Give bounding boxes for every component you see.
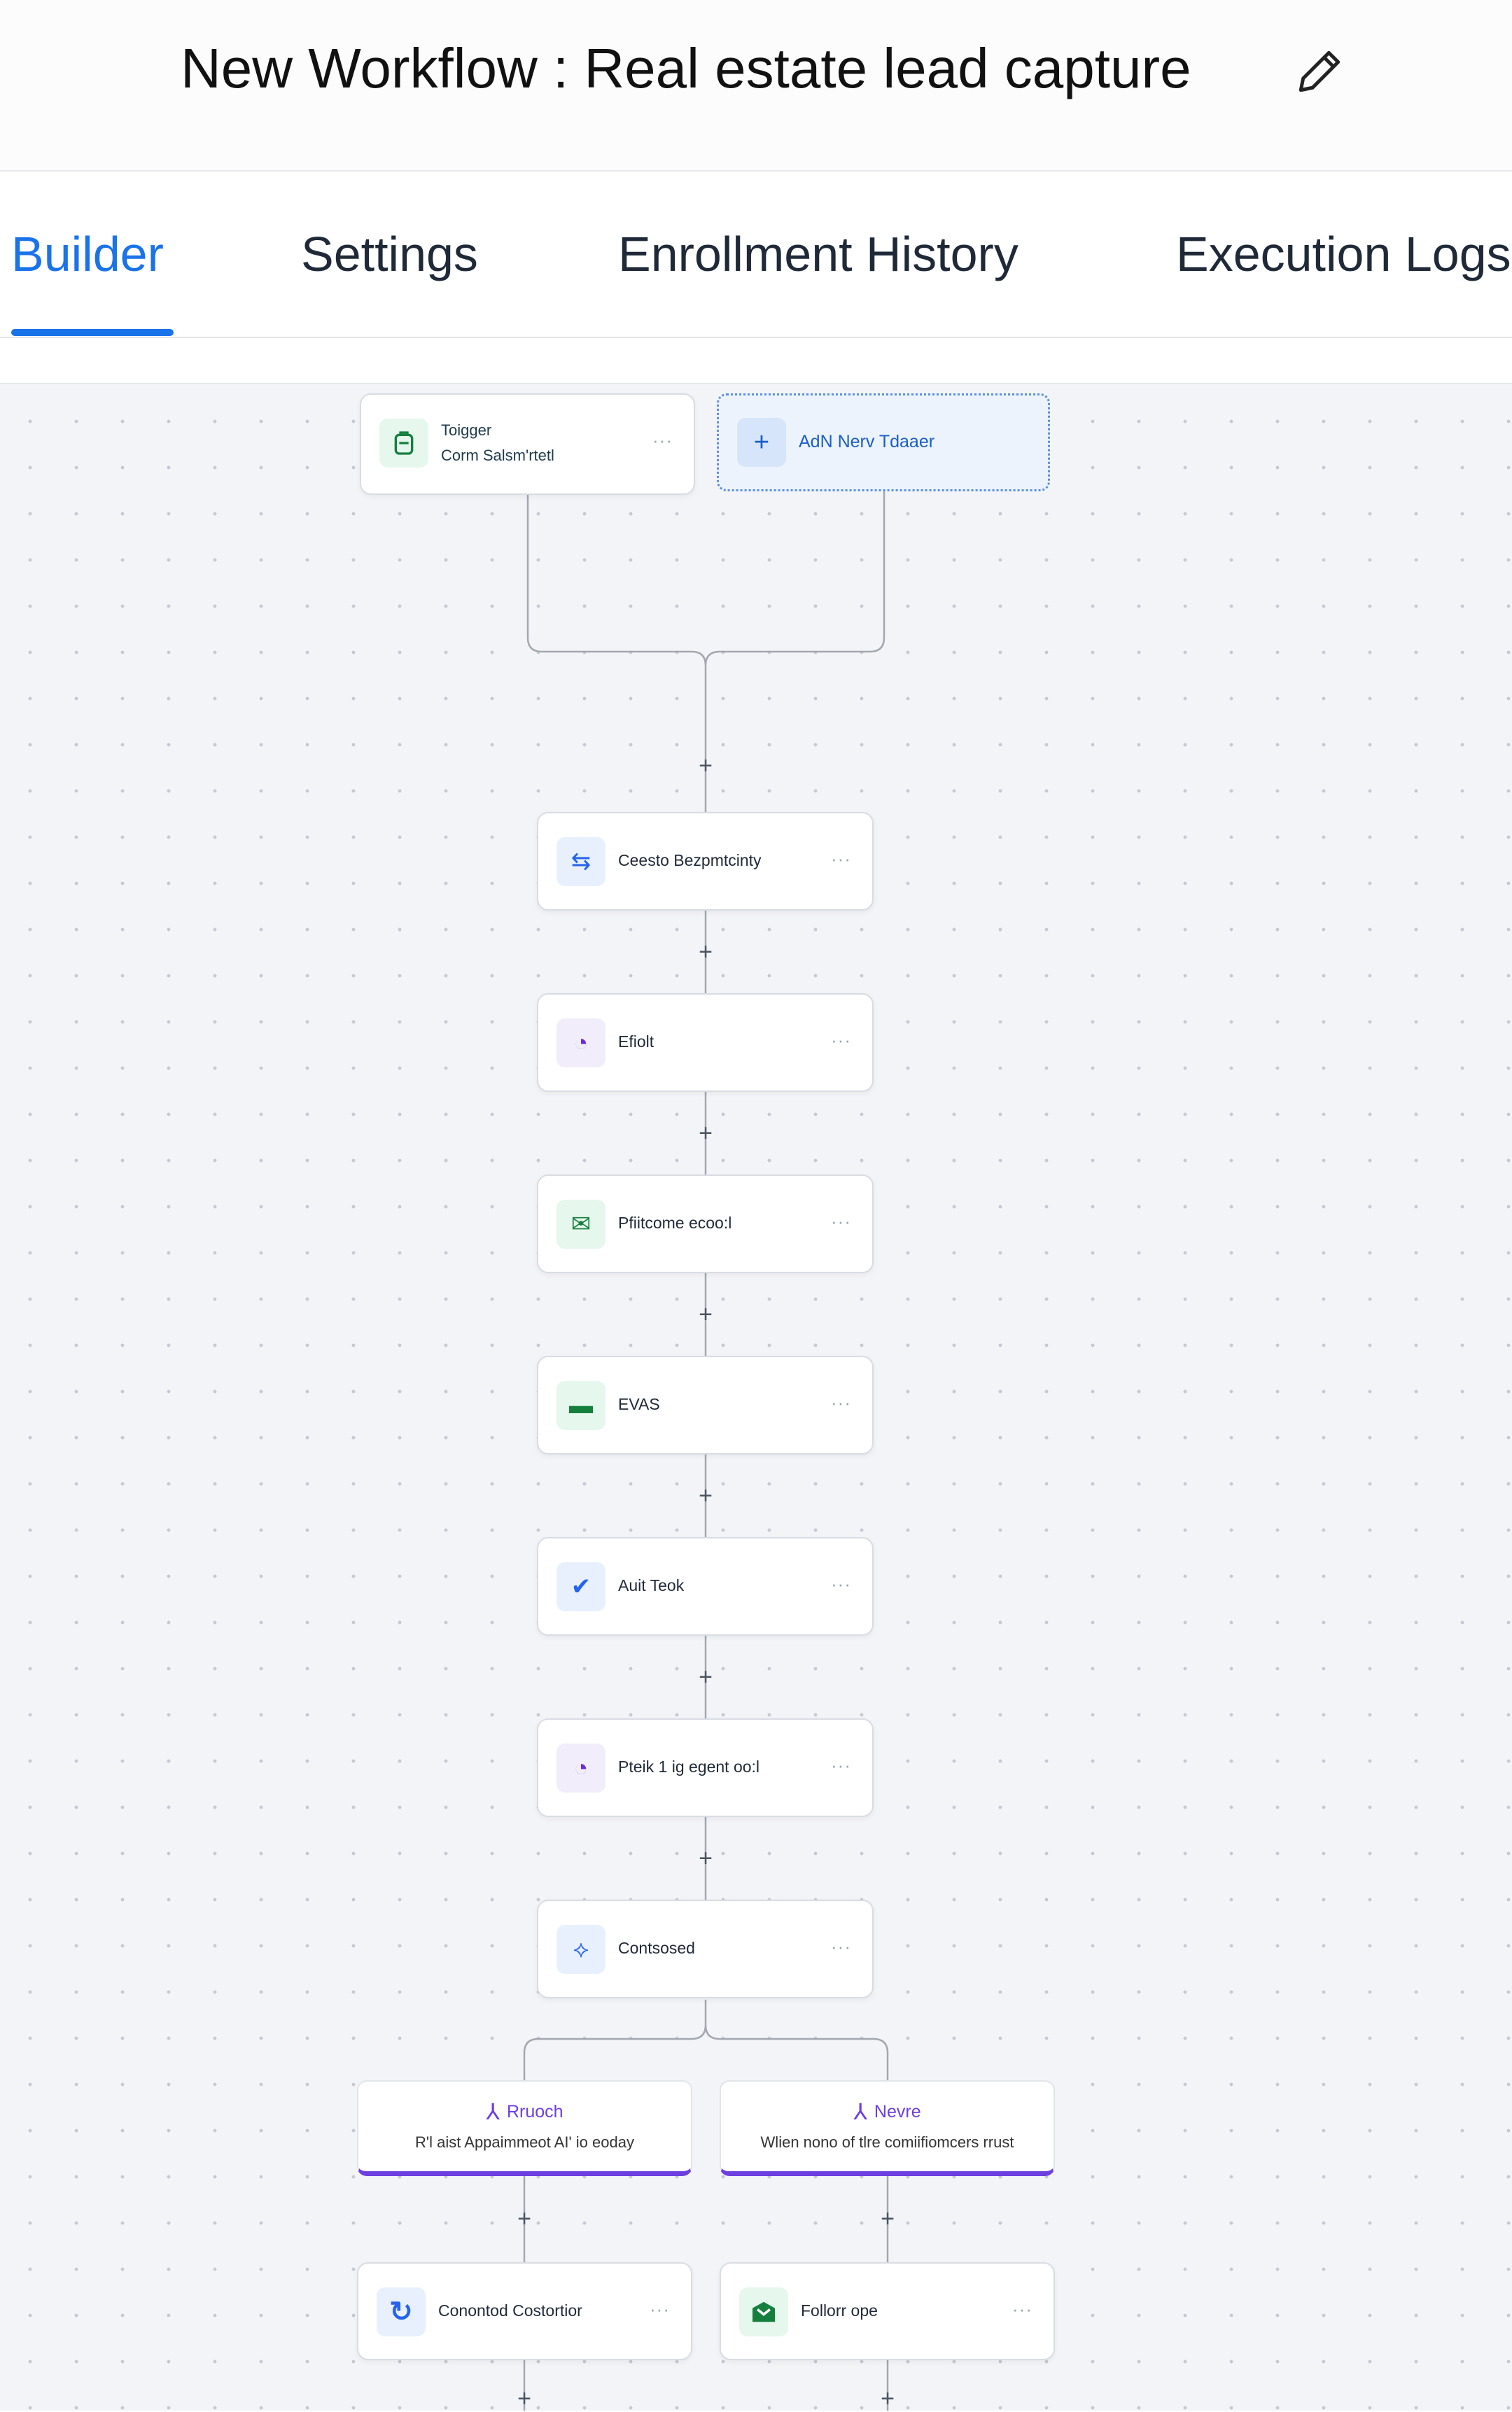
task-icon: ✔ <box>556 1562 606 1611</box>
add-step-button[interactable]: + <box>699 1482 713 1509</box>
add-step-button[interactable]: + <box>699 1120 713 1147</box>
branch-icon: ⅄ <box>853 2099 867 2124</box>
tab-execution-logs[interactable]: Execution Logs <box>1176 227 1511 281</box>
tab-builder[interactable]: Builder <box>11 227 164 281</box>
action-label: Auit Teok <box>618 1576 685 1594</box>
pencil-icon[interactable] <box>1292 43 1348 99</box>
tab-enrollment-history[interactable]: Enrollment History <box>618 227 1018 281</box>
wait-clock-icon: ◔ <box>556 1018 606 1067</box>
action-label: Contsosed <box>618 1939 695 1957</box>
tab-settings[interactable]: Settings <box>301 227 478 281</box>
email-icon <box>739 2287 788 2336</box>
action-card[interactable]: ▬ EVAS ··· <box>537 1356 874 1454</box>
opportunity-icon: ⇆ <box>556 837 606 886</box>
more-options-button[interactable]: ··· <box>831 848 851 869</box>
add-step-button[interactable]: + <box>699 939 713 965</box>
contacted-customer-card[interactable]: ↻ Conontod Costortior ··· <box>357 2262 692 2360</box>
active-tab-indicator <box>11 329 174 336</box>
more-options-button[interactable]: ··· <box>831 1755 851 1776</box>
page-title: New Workflow : Real estate lead capture <box>181 37 1191 99</box>
more-options-button[interactable]: ··· <box>652 430 673 451</box>
branch-title: Nevre <box>874 2101 921 2122</box>
more-options-button[interactable]: ··· <box>831 1030 851 1051</box>
add-trigger-label: AdN Nerv Tdaaer <box>799 432 935 451</box>
action-label: Ceesto Bezpmtcinty <box>618 851 762 869</box>
add-new-trigger-button[interactable]: + AdN Nerv Tdaaer <box>717 393 1050 491</box>
none-branch-card[interactable]: ⅄ Nevre Wlien nono of tlre comiifiomcers … <box>720 2080 1055 2176</box>
more-options-button[interactable]: ··· <box>831 1211 851 1232</box>
branch-description: R'l aist Appaimmeot AI' io eoday <box>415 2133 634 2151</box>
more-options-button[interactable]: ··· <box>1012 2299 1032 2320</box>
branch-icon: ⅄ <box>486 2099 500 2124</box>
add-step-button[interactable]: + <box>699 1301 713 1328</box>
action-card[interactable]: ✉ Pfiitcome ecoo:l ··· <box>537 1175 874 1273</box>
more-options-button[interactable]: ··· <box>831 1573 851 1594</box>
header: New Workflow : Real estate lead capture <box>0 0 1512 171</box>
follow-up-card[interactable]: Follorr ope ··· <box>720 2262 1055 2360</box>
trigger-title: Toigger <box>441 421 492 439</box>
add-step-button[interactable]: + <box>517 2385 531 2412</box>
action-card[interactable]: ◔ Efiolt ··· <box>537 993 874 1092</box>
action-label: Pfiitcome ecoo:l <box>618 1214 732 1232</box>
action-label: Conontod Costortior <box>438 2301 582 2320</box>
add-step-button[interactable]: + <box>699 1664 713 1690</box>
action-card[interactable]: ⇆ Ceesto Bezpmtcinty ··· <box>537 812 874 911</box>
condition-icon: ⟡ <box>556 1925 606 1974</box>
sms-icon: ▬ <box>556 1381 606 1430</box>
add-step-button[interactable]: + <box>881 2385 895 2412</box>
tab-bar: Builder Settings Enrollment History Exec… <box>0 171 1512 338</box>
add-step-button[interactable]: + <box>881 2206 895 2232</box>
trigger-card[interactable]: Toigger Corm Salsm'rtetl ··· <box>360 393 695 495</box>
more-options-button[interactable]: ··· <box>831 1392 851 1413</box>
action-label: Pteik 1 ig egent oo:l <box>618 1758 760 1776</box>
action-label: Efiolt <box>618 1032 654 1051</box>
action-card[interactable]: ✔ Auit Teok ··· <box>537 1537 874 1636</box>
action-label: EVAS <box>618 1395 660 1413</box>
toolbar-strip <box>0 338 1512 384</box>
branch-title: Rruoch <box>506 2101 564 2122</box>
contact-icon: ↻ <box>377 2287 426 2336</box>
form-icon <box>379 419 428 468</box>
add-step-button[interactable]: + <box>517 2206 531 2232</box>
more-options-button[interactable]: ··· <box>831 1936 851 1957</box>
add-step-button[interactable]: + <box>699 752 713 779</box>
add-step-button[interactable]: + <box>699 1845 713 1872</box>
branch-description: Wlien nono of tlre comiifiomcers rrust <box>760 2133 1014 2151</box>
action-card[interactable]: ◔ Pteik 1 ig egent oo:l ··· <box>537 1718 874 1817</box>
branch-card[interactable]: ⅄ Rruoch R'l aist Appaimmeot AI' io eoday <box>357 2080 692 2176</box>
more-options-button[interactable]: ··· <box>650 2299 670 2320</box>
plus-icon: + <box>737 418 786 467</box>
action-card[interactable]: ⟡ Contsosed ··· <box>537 1900 874 1998</box>
action-label: Follorr ope <box>801 2301 878 2320</box>
email-icon: ✉ <box>556 1200 606 1249</box>
trigger-subtitle: Corm Salsm'rtetl <box>441 447 554 464</box>
wait-clock-icon: ◔ <box>556 1744 606 1793</box>
